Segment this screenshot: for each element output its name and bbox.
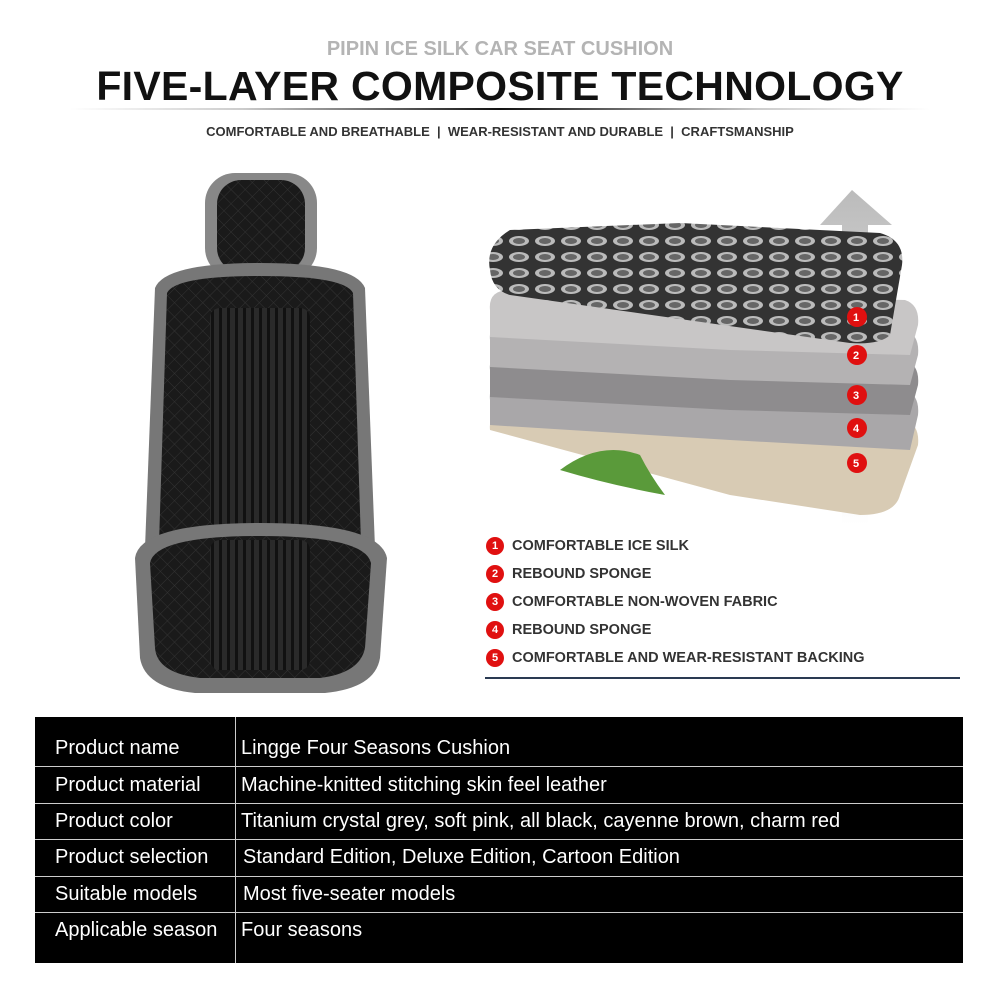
layers-diagram: 1 2 3 4 5	[489, 190, 919, 525]
spec-value: Standard Edition, Deluxe Edition, Cartoo…	[243, 846, 680, 868]
spec-key: Suitable models	[55, 883, 198, 905]
legend-label: REBOUND SPONGE	[512, 566, 652, 582]
legend-label: COMFORTABLE ICE SILK	[512, 538, 689, 554]
spec-value: Four seasons	[241, 919, 363, 941]
page-title: FIVE-LAYER COMPOSITE TECHNOLOGY	[96, 63, 904, 109]
divider	[70, 108, 930, 110]
number-badge: 4	[486, 621, 504, 639]
legend-label: COMFORTABLE AND WEAR-RESISTANT BACKING	[512, 650, 865, 666]
table-row: Suitable models Most five-seater models	[35, 877, 963, 913]
svg-text:4: 4	[853, 423, 860, 435]
spec-key: Product material	[55, 774, 201, 796]
number-badge: 5	[486, 649, 504, 667]
spec-value: Machine-knitted stitching skin feel leat…	[241, 774, 607, 796]
divider	[485, 677, 960, 679]
spec-key: Product color	[55, 810, 173, 832]
legend-label: REBOUND SPONGE	[512, 622, 652, 638]
legend-item: 5 COMFORTABLE AND WEAR-RESISTANT BACKING	[485, 644, 960, 672]
legend-item: 1 COMFORTABLE ICE SILK	[485, 532, 960, 560]
number-badge: 2	[486, 565, 504, 583]
tagline: COMFORTABLE AND BREATHABLE | WEAR-RESIST…	[206, 124, 794, 139]
svg-text:2: 2	[853, 350, 859, 362]
svg-text:1: 1	[853, 312, 859, 324]
spec-value: Most five-seater models	[243, 883, 456, 905]
legend-item: 3 COMFORTABLE NON-WOVEN FABRIC	[485, 588, 960, 616]
spec-key: Product name	[55, 737, 180, 759]
spec-value: Lingge Four Seasons Cushion	[241, 737, 511, 759]
table-row: Product material Machine-knitted stitchin…	[35, 767, 963, 804]
subtitle: PIPIN ICE SILK CAR SEAT CUSHION	[326, 38, 674, 60]
spec-value: Titanium crystal grey, soft pink, all bl…	[241, 810, 841, 832]
number-badge: 3	[486, 593, 504, 611]
svg-text:5: 5	[853, 458, 859, 470]
table-row: Product selection Standard Edition, Delux…	[35, 840, 963, 877]
column-divider	[235, 717, 236, 963]
car-seat-image	[135, 173, 387, 693]
legend-item: 2 REBOUND SPONGE	[485, 560, 960, 588]
spec-key: Product selection	[55, 846, 209, 868]
spec-key: Applicable season	[55, 919, 218, 941]
legend-label: COMFORTABLE NON-WOVEN FABRIC	[512, 594, 778, 610]
svg-text:3: 3	[853, 390, 859, 402]
number-badge: 1	[486, 537, 504, 555]
table-row: Product color Titanium crystal grey, soft…	[35, 804, 963, 840]
table-row: Applicable season Four seasons	[35, 913, 963, 963]
table-row: Product name Lingge Four Seasons Cushion	[35, 717, 963, 767]
legend-item: 4 REBOUND SPONGE	[485, 616, 960, 644]
